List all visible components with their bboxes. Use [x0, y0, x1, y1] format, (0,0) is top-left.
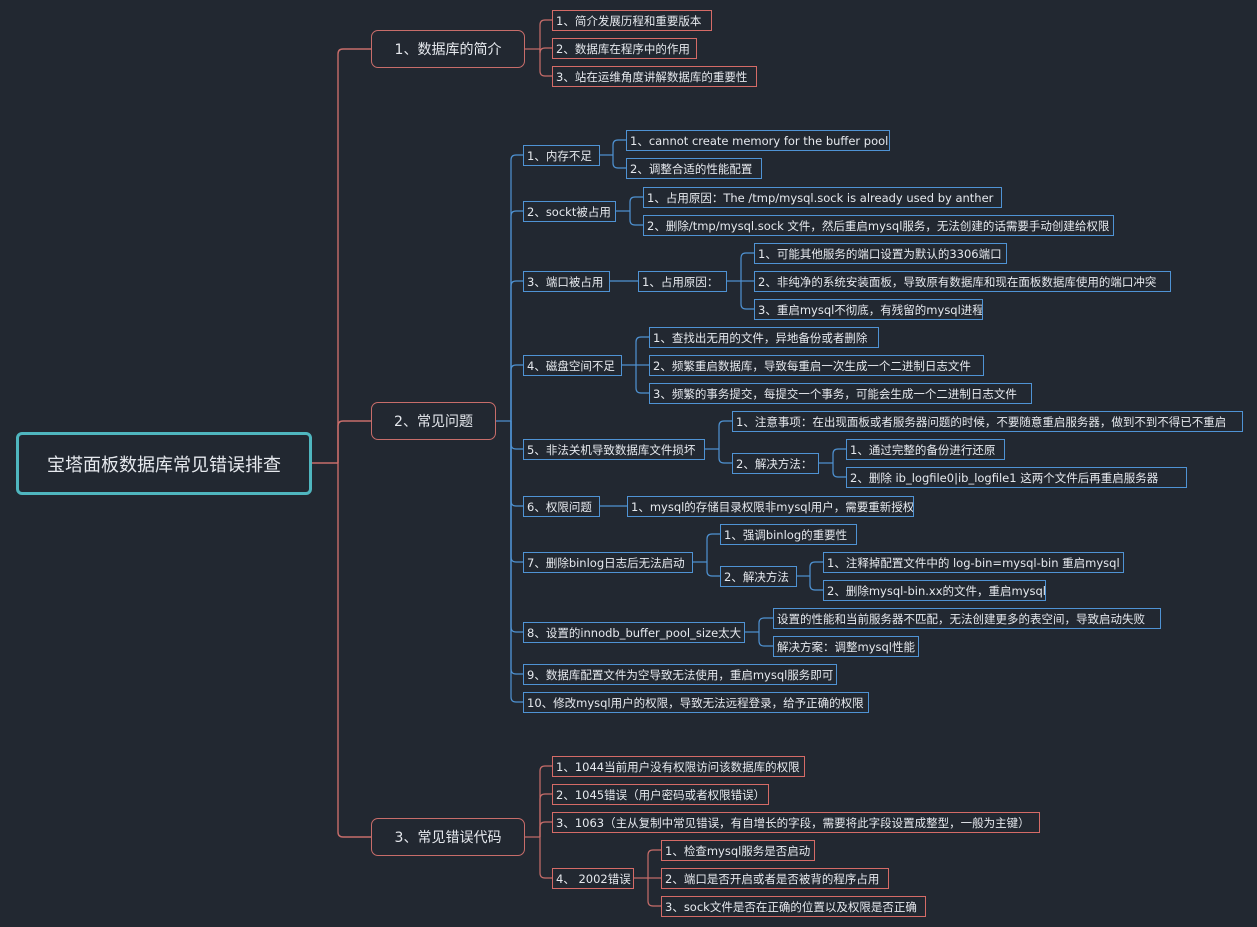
connector	[539, 47, 552, 54]
error-code-item[interactable]: 2、1045错误（用户密码或者权限错误）	[552, 784, 769, 805]
intro-item[interactable]: 2、数据库在程序中的作用	[552, 38, 697, 59]
problem-disk[interactable]: 4、磁盘空间不足	[523, 355, 622, 376]
problem-item[interactable]: 3、重启mysql不彻底，有残留的mysql进程	[754, 299, 983, 320]
problem-memory[interactable]: 1、内存不足	[523, 145, 600, 166]
problem-permission[interactable]: 6、权限问题	[523, 496, 600, 517]
problem-item[interactable]: 2、非纯净的系统安装面板，导致原有数据库和现在面板数据库使用的端口冲突	[754, 271, 1171, 292]
error-code-item[interactable]: 2、端口是否开启或者是否被背的程序占用	[661, 868, 889, 889]
connector	[510, 421, 523, 703]
problem-empty-config[interactable]: 9、数据库配置文件为空导致无法使用，重启mysql服务即可	[523, 664, 837, 685]
error-code-item[interactable]: 1、1044当前用户没有权限访问该数据库的权限	[552, 756, 805, 777]
problem-item[interactable]: 1、cannot create memory for the buffer po…	[626, 130, 890, 151]
connector	[510, 364, 523, 421]
shutdown-solution[interactable]: 2、解决方法：	[732, 453, 819, 474]
problem-illegal-shutdown[interactable]: 5、非法关机导致数据库文件损坏	[523, 439, 705, 460]
problem-port[interactable]: 3、端口被占用	[523, 271, 610, 292]
problem-binlog[interactable]: 7、删除binlog日志后无法启动	[523, 552, 693, 573]
connector	[758, 632, 773, 647]
binlog-note[interactable]: 1、强调binlog的重要性	[720, 524, 857, 545]
connector	[510, 154, 523, 421]
connector	[635, 336, 649, 365]
connector	[510, 421, 523, 507]
connector	[539, 821, 552, 837]
problem-item[interactable]: 3、频繁的事务提交，每提交一个事务，可能会生成一个二进制日志文件	[649, 383, 1032, 404]
section-common-problems[interactable]: 2、常见问题	[371, 402, 496, 440]
intro-item[interactable]: 3、站在运维角度讲解数据库的重要性	[552, 66, 757, 87]
connector	[718, 449, 732, 464]
problem-item[interactable]: 1、通过完整的备份进行还原	[846, 439, 1005, 460]
problem-item[interactable]: 1、查找出无用的文件，异地备份或者删除	[649, 327, 879, 348]
intro-item[interactable]: 1、简介发展历程和重要版本	[552, 10, 712, 31]
connector	[337, 48, 371, 463]
problem-item[interactable]: 解决方案：调整mysql性能	[773, 636, 919, 657]
problem-remote-login[interactable]: 10、修改mysql用户的权限，导致无法远程登录，给予正确的权限	[523, 692, 869, 713]
problem-item[interactable]: 2、删除mysql-bin.xx的文件，重启mysql	[823, 580, 1046, 601]
error-code-item[interactable]: 3、sock文件是否在正确的位置以及权限是否正确	[661, 896, 926, 917]
connector	[635, 365, 649, 394]
connector	[809, 576, 823, 591]
connector	[510, 210, 523, 421]
port-cause[interactable]: 1、占用原因：	[638, 271, 727, 292]
problem-item[interactable]: 1、注释掉配置文件中的 log-bin=mysql-bin 重启mysql	[823, 552, 1124, 573]
connector	[706, 533, 720, 562]
problem-buffer-pool[interactable]: 8、设置的innodb_buffer_pool_size太大	[523, 622, 745, 643]
connector	[647, 849, 661, 878]
connector	[647, 878, 661, 907]
connector	[539, 765, 552, 837]
error-code-2002[interactable]: 4、 2002错误	[552, 868, 634, 889]
connector	[832, 463, 846, 478]
connector	[539, 837, 552, 879]
connector	[740, 281, 754, 310]
connector	[510, 280, 523, 421]
problem-item[interactable]: 设置的性能和当前服务器不匹配，无法创建更多的表空间，导致启动失败	[773, 608, 1161, 629]
connector	[539, 19, 552, 49]
problem-item[interactable]: 2、删除 ib_logfile0|ib_logfile1 这两个文件后再重启服务…	[846, 467, 1187, 488]
connector	[539, 793, 552, 837]
problem-item[interactable]: 2、删除/tmp/mysql.sock 文件，然后重启mysql服务，无法创建的…	[643, 215, 1114, 236]
connector	[539, 49, 552, 77]
error-code-item[interactable]: 1、检查mysql服务是否启动	[661, 840, 815, 861]
connector	[337, 420, 371, 463]
connector	[758, 617, 773, 632]
root-topic[interactable]: 宝塔面板数据库常见错误排查	[16, 432, 312, 495]
section-error-codes[interactable]: 3、常见错误代码	[371, 818, 525, 856]
problem-item[interactable]: 2、频繁重启数据库，导致每重启一次生成一个二进制日志文件	[649, 355, 984, 376]
problem-item[interactable]: 1、占用原因：The /tmp/mysql.sock is already us…	[643, 187, 1002, 208]
shutdown-note[interactable]: 1、注意事项：在出现面板或者服务器问题的时候，不要随意重启服务器，做到不到不得已…	[732, 411, 1243, 432]
problem-item[interactable]: 1、mysql的存储目录权限非mysql用户，需要重新授权	[627, 496, 914, 517]
connector	[809, 561, 823, 576]
problem-item[interactable]: 2、调整合适的性能配置	[626, 158, 762, 179]
connector	[510, 421, 523, 633]
problem-item[interactable]: 1、可能其他服务的端口设置为默认的3306端口	[754, 243, 1007, 264]
connector	[629, 196, 643, 211]
section-intro[interactable]: 1、数据库的简介	[371, 30, 525, 68]
connector	[740, 252, 754, 281]
connector	[706, 562, 720, 577]
connector	[718, 420, 732, 449]
binlog-solution[interactable]: 2、解决方法	[720, 566, 797, 587]
problem-socket[interactable]: 2、sockt被占用	[523, 201, 616, 222]
connector	[832, 448, 846, 463]
connector	[629, 211, 643, 226]
connector	[612, 155, 626, 169]
connector	[612, 139, 626, 155]
connector	[510, 421, 523, 563]
connector	[510, 421, 523, 450]
error-code-item[interactable]: 3、1063（主从复制中常见错误，有自增长的字段，需要将此字段设置成整型，一般为…	[552, 812, 1040, 833]
connector	[337, 463, 371, 838]
connector	[510, 421, 523, 675]
